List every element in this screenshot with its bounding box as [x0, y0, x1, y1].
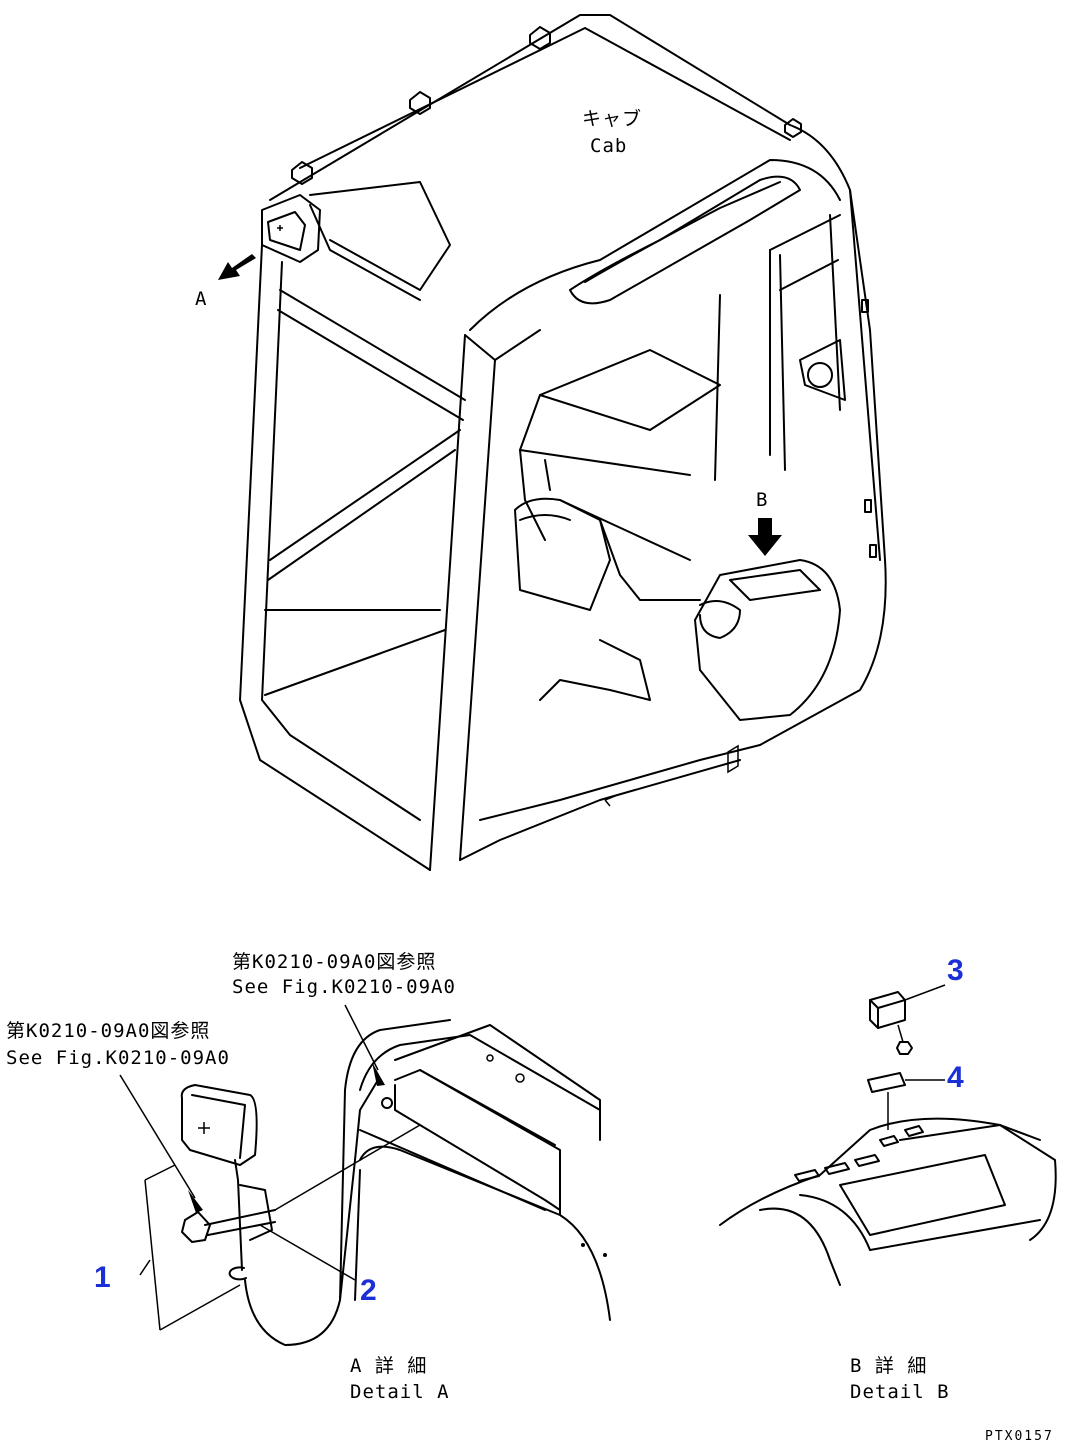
detail-b-illustration	[719, 984, 1057, 1286]
ref-left-en: See Fig.K0210-09A0	[6, 1047, 230, 1069]
callout-4: 4	[947, 1061, 964, 1094]
detail-a-illustration	[119, 1004, 611, 1346]
ref-top-jp: 第K0210-09A0図参照	[232, 951, 436, 973]
detail-b-caption-en: Detail B	[850, 1381, 950, 1403]
cab-label-en: Cab	[590, 135, 627, 157]
detail-b-caption-jp: B 詳 細	[850, 1355, 927, 1377]
detail-a-caption-en: Detail A	[350, 1381, 450, 1403]
callout-3: 3	[947, 954, 964, 987]
arrow-b-icon	[748, 518, 782, 556]
ref-left-jp: 第K0210-09A0図参照	[6, 1020, 210, 1042]
cab-label-jp: キャブ	[582, 107, 642, 130]
callout-1: 1	[94, 1261, 111, 1294]
cab-illustration	[239, 14, 887, 871]
view-b-label: B	[756, 489, 768, 511]
ref-top-en: See Fig.K0210-09A0	[232, 976, 456, 998]
drawing-code: PTX0157	[985, 1429, 1054, 1444]
callout-2: 2	[360, 1274, 377, 1307]
detail-a-caption-jp: A 詳 細	[350, 1355, 427, 1377]
view-a-label: A	[195, 288, 207, 310]
arrow-a-icon	[218, 254, 256, 280]
